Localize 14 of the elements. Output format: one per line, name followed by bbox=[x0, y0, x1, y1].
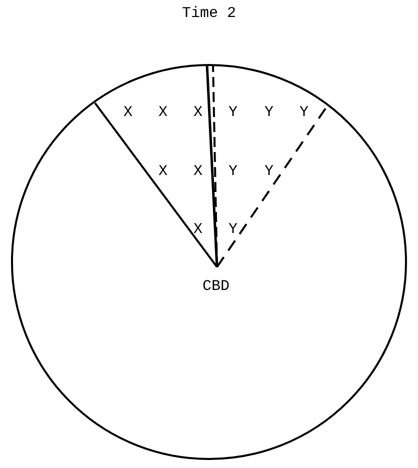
zone-marker: X bbox=[158, 105, 168, 121]
zone-marker: Y bbox=[228, 164, 238, 180]
zone-marker: Y bbox=[228, 222, 238, 238]
center-label: CBD bbox=[202, 279, 230, 295]
diagram-title: Time 2 bbox=[180, 5, 237, 23]
zone-marker: X bbox=[194, 105, 202, 121]
zone-marker: Y bbox=[264, 164, 274, 180]
zone-marker: Y bbox=[264, 105, 274, 121]
zone-marker: X bbox=[158, 164, 168, 180]
zone-marker: X bbox=[194, 222, 202, 238]
zone-marker: X bbox=[194, 164, 202, 180]
zone-marker: X bbox=[124, 105, 132, 121]
zone-marker: Y bbox=[228, 105, 238, 121]
zone-marker: Y bbox=[300, 105, 308, 121]
